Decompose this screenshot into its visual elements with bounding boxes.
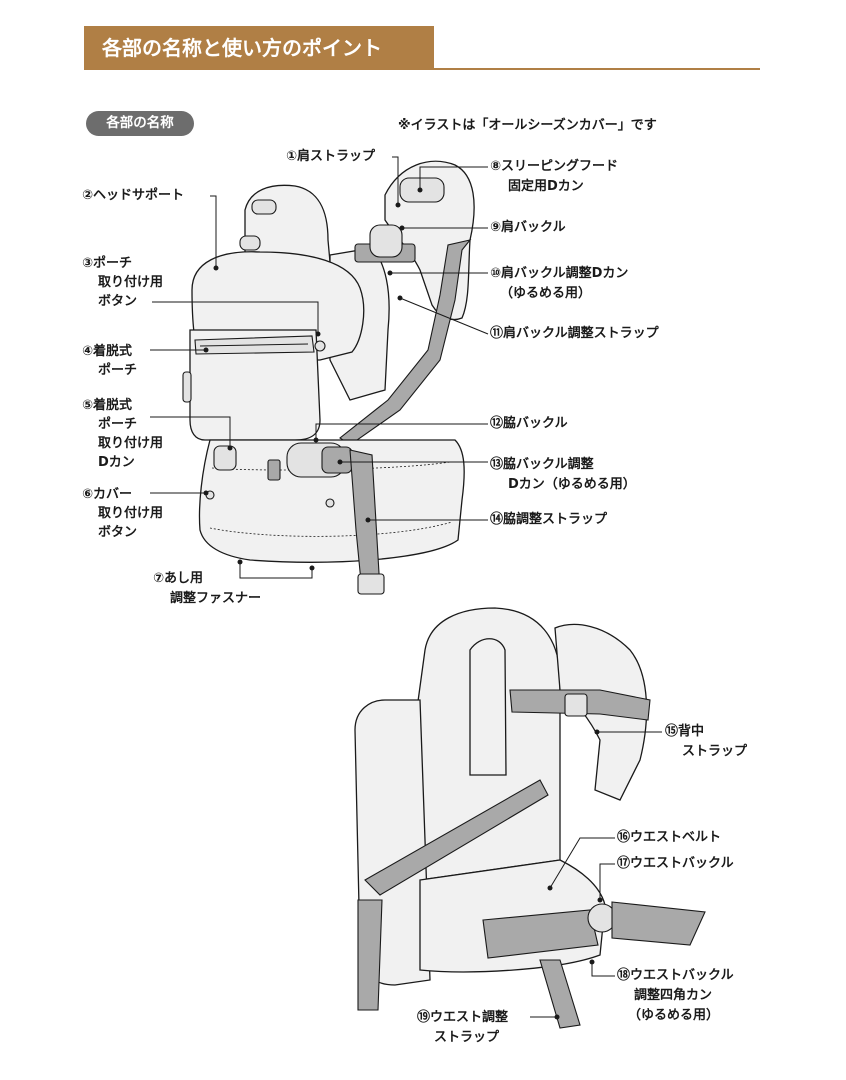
label-hood-dring-2: 固定用Dカン — [508, 179, 584, 194]
label-head-support: ②ヘッドサポート — [82, 188, 185, 203]
label-pouch-dring-1: ⑤着脱式 — [82, 398, 133, 413]
label-cover-button-2: 取り付け用 — [98, 506, 164, 521]
section-label: 各部の名称 — [86, 111, 194, 136]
label-waist-adjust-strap-1: ⑲ウエスト調整 — [417, 1010, 509, 1025]
leader-lines — [150, 156, 662, 1020]
label-back-strap-1: ⑮背中 — [665, 724, 705, 739]
label-waist-square-ring-1: ⑱ウエストバックル — [617, 968, 734, 983]
label-side-buckle: ⑫脇バックル — [490, 416, 568, 431]
label-shoulder-adjust-strap: ⑪肩バックル調整ストラップ — [490, 326, 659, 341]
label-waist-square-ring-2: 調整四角カン — [634, 988, 713, 1003]
label-side-dring-1: ⑬脇バックル調整 — [490, 457, 594, 472]
rear-view-carrier — [354, 607, 706, 1029]
label-shoulder-strap: ①肩ストラップ — [286, 149, 376, 164]
label-detachable-pouch-1: ④着脱式 — [82, 344, 133, 359]
label-pouch-button-2: 取り付け用 — [98, 275, 164, 290]
label-waist-square-ring-3: （ゆるめる用） — [628, 1008, 720, 1023]
label-pouch-dring-4: Dカン — [98, 455, 135, 470]
label-shoulder-dring-2: （ゆるめる用） — [500, 286, 592, 301]
label-leg-zipper-2: 調整ファスナー — [170, 591, 262, 606]
title-divider — [84, 68, 760, 70]
illustration-note: ※イラストは「オールシーズンカバー」です — [398, 118, 657, 133]
label-waist-belt: ⑯ウエストベルト — [617, 830, 722, 845]
label-hood-dring-1: ⑧スリーピングフード — [490, 159, 619, 174]
label-pouch-button-1: ③ポーチ — [82, 256, 133, 271]
label-cover-button-1: ⑥カバー — [82, 487, 133, 502]
label-pouch-button-3: ボタン — [98, 294, 138, 309]
label-waist-adjust-strap-2: ストラップ — [434, 1030, 500, 1045]
label-shoulder-buckle: ⑨肩バックル — [490, 220, 566, 235]
label-detachable-pouch-2: ポーチ — [98, 363, 138, 378]
label-cover-button-3: ボタン — [98, 525, 138, 540]
label-side-adjust-strap: ⑭脇調整ストラップ — [490, 512, 608, 527]
label-back-strap-2: ストラップ — [682, 744, 748, 759]
page-title: 各部の名称と使い方のポイント — [84, 26, 434, 70]
label-waist-buckle: ⑰ウエストバックル — [617, 856, 734, 871]
label-side-dring-2: Dカン（ゆるめる用） — [508, 477, 636, 492]
label-pouch-dring-3: 取り付け用 — [98, 436, 164, 451]
label-pouch-dring-2: ポーチ — [98, 417, 138, 432]
front-view-carrier — [182, 160, 475, 595]
label-shoulder-dring-1: ⑩肩バックル調整Dカン — [490, 266, 629, 281]
label-leg-zipper-1: ⑦あし用 — [153, 571, 204, 586]
